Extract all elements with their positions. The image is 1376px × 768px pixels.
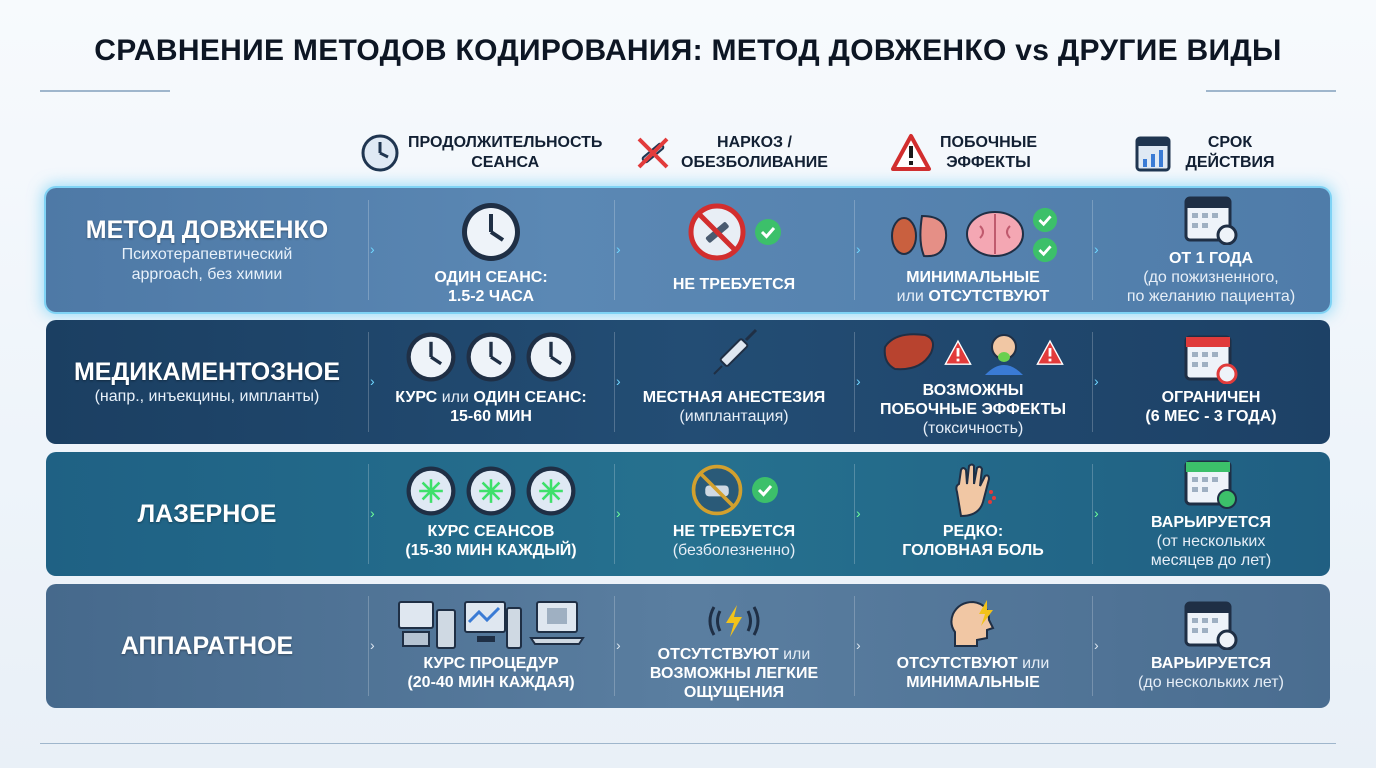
- calendar-icon: [1184, 196, 1238, 245]
- vibration-icon: [708, 605, 760, 637]
- calendar-icon: [1184, 335, 1238, 384]
- method-name: МЕТОД ДОВЖЕНКО: [85, 216, 329, 244]
- laser-clock-icon: [526, 466, 576, 516]
- check-icon: [1032, 237, 1058, 263]
- laser-clock-icon: [466, 466, 516, 516]
- sick-person-icon: [985, 334, 1023, 375]
- method-subtitle: Психотерапевтический: [121, 246, 293, 263]
- decor-line-left: [40, 90, 170, 92]
- chevron-right-icon: ›: [370, 505, 375, 521]
- warning-icon: [891, 134, 931, 171]
- column-header-anesthesia: НАРКОЗ /ОБЕЗБОЛИВАНИЕ: [633, 128, 828, 178]
- warning-icon: [1036, 339, 1064, 365]
- row-dovzhenko: МЕТОД ДОВЖЕНКО Психотерапевтический appr…: [46, 188, 1330, 312]
- device-icon: [398, 601, 456, 649]
- monitor-chart-icon: [464, 601, 522, 649]
- clock-icon: [406, 332, 456, 382]
- calendar-icon: [1184, 601, 1238, 650]
- check-icon: [1032, 207, 1058, 233]
- chevron-right-icon: ›: [856, 373, 861, 389]
- chevron-right-icon: ›: [616, 505, 621, 521]
- syringe-crossed-icon: [637, 137, 669, 169]
- organs-icon: [891, 214, 948, 258]
- chevron-right-icon: ›: [1094, 505, 1099, 521]
- no-syringe-icon: [688, 203, 746, 260]
- syringe-icon: [713, 328, 758, 375]
- chevron-right-icon: ›: [616, 637, 621, 653]
- chevron-right-icon: ›: [1094, 637, 1099, 653]
- row-hardware: АППАРАТНОЕ › КУРС ПРОЦЕДУР (20-40 МИН КА…: [46, 584, 1330, 708]
- method-name: МЕДИКАМЕНТОЗНОЕ: [73, 358, 341, 386]
- chevron-right-icon: ›: [370, 373, 375, 389]
- headache-icon: [950, 600, 995, 647]
- laser-clock-icon: [406, 466, 456, 516]
- chevron-right-icon: ›: [856, 505, 861, 521]
- check-icon: [755, 218, 781, 245]
- method-name: АППАРАТНОЕ: [120, 632, 294, 660]
- clock-icon: [526, 332, 576, 382]
- brain-icon: [966, 211, 1024, 257]
- clock-icon: [466, 332, 516, 382]
- page-title: СРАВНЕНИЕ МЕТОДОВ КОДИРОВАНИЯ: МЕТОД ДОВ…: [94, 34, 1282, 67]
- chevron-right-icon: ›: [1094, 241, 1099, 257]
- chevron-right-icon: ›: [1094, 373, 1099, 389]
- check-icon: [752, 477, 778, 503]
- liver-icon: [883, 333, 934, 371]
- hand-icon: [955, 463, 996, 518]
- decor-line-bottom: [40, 743, 1336, 744]
- row-laser: ЛАЗЕРНОЕ › КУРС СЕАНСОВ (15-30 МИН КАЖДЫ…: [46, 452, 1330, 576]
- laptop-icon: [529, 601, 585, 645]
- calendar-icon: [1184, 460, 1237, 509]
- chevron-right-icon: ›: [856, 241, 861, 257]
- method-name: ЛАЗЕРНОЕ: [137, 500, 277, 528]
- chevron-right-icon: ›: [370, 241, 375, 257]
- row-medication: МЕДИКАМЕНТОЗНОЕ (напр., инъекцины, импла…: [46, 320, 1330, 444]
- method-subtitle: approach, без химии: [131, 266, 283, 283]
- clock-icon: [462, 203, 520, 261]
- clock-icon: [361, 134, 399, 172]
- chevron-right-icon: ›: [616, 373, 621, 389]
- calendar-chart-icon: [1135, 136, 1171, 172]
- warning-icon: [944, 339, 972, 365]
- decor-line-right: [1206, 90, 1336, 92]
- chevron-right-icon: ›: [616, 241, 621, 257]
- chevron-right-icon: ›: [370, 637, 375, 653]
- no-mask-icon: [691, 464, 743, 516]
- method-subtitle: (напр., инъекцины, импланты): [94, 388, 320, 405]
- chevron-right-icon: ›: [856, 637, 861, 653]
